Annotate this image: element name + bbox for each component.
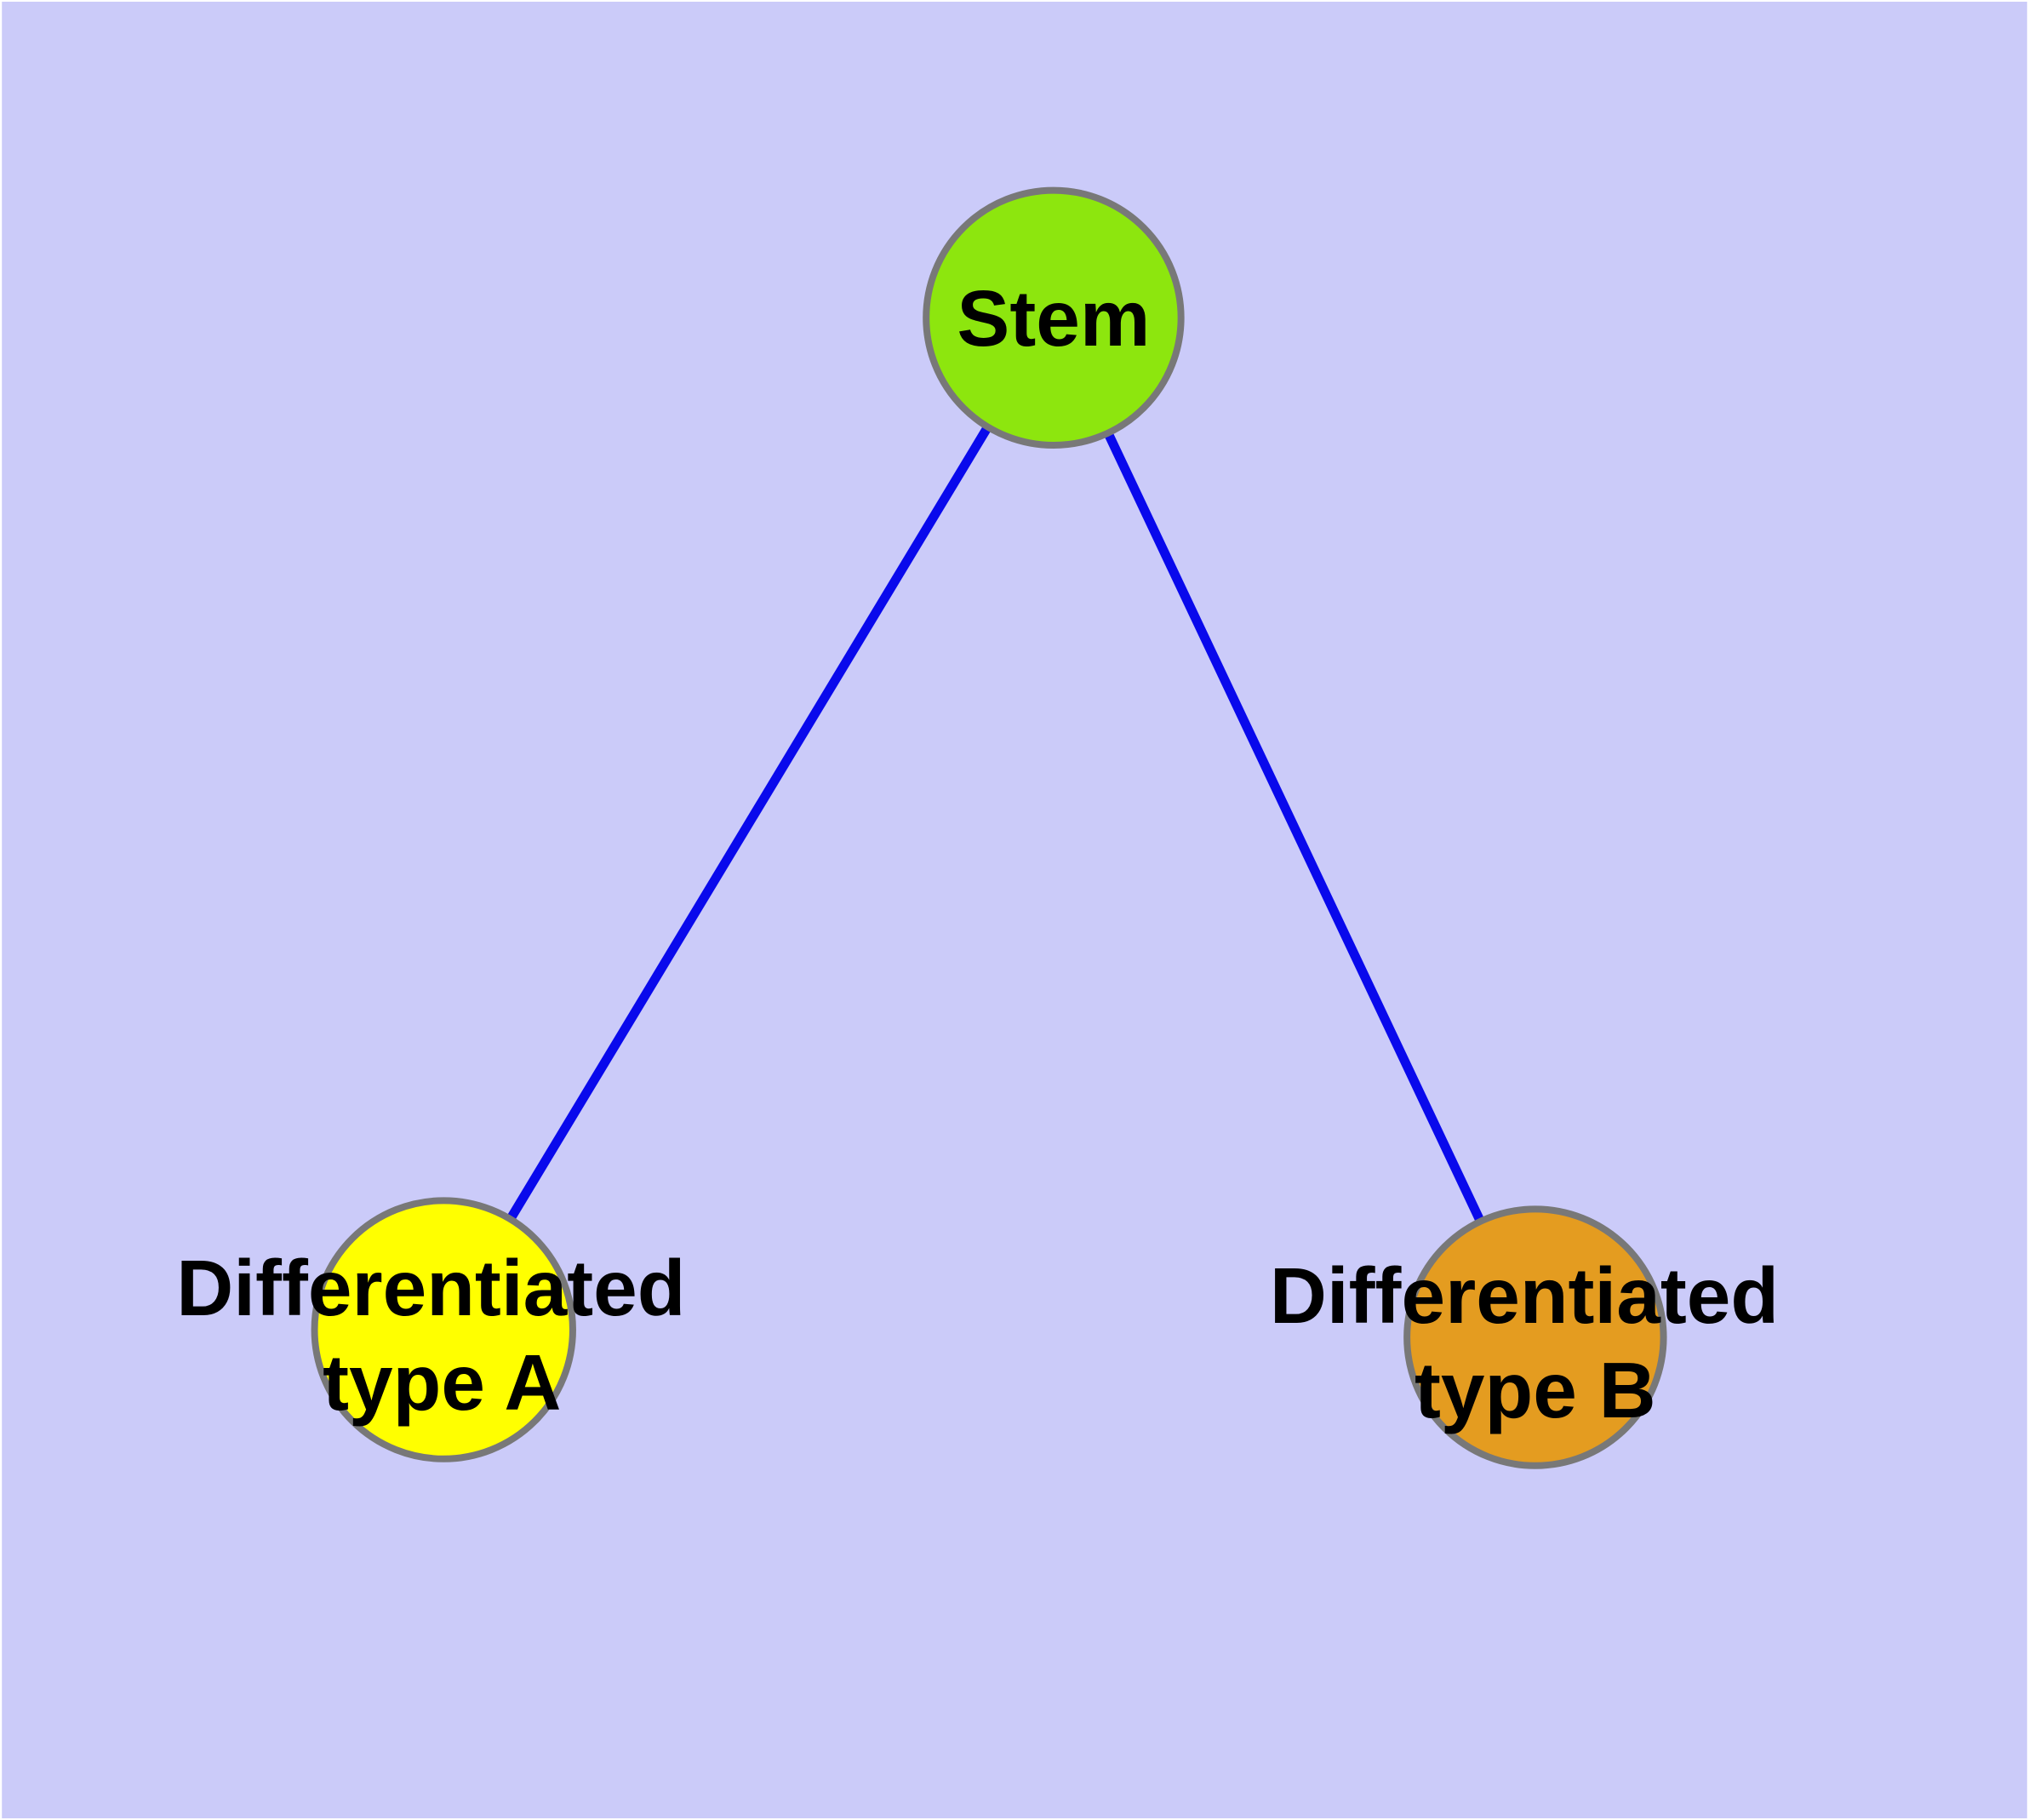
edge-stem-to-type-a	[439, 315, 1058, 1332]
node-stem-circle	[923, 186, 1185, 449]
node-differentiated-type-b-label-line2: type B	[1415, 1346, 1656, 1434]
node-differentiated-type-a-label-line1: Differentiated	[176, 1244, 685, 1332]
node-differentiated-type-a-label-line2: type A	[323, 1338, 561, 1427]
node-differentiated-type-a-label: Differentiated type A	[176, 1244, 707, 1427]
node-stem-label: Stem	[957, 274, 1150, 363]
node-differentiated-type-b-label-line1: Differentiated	[1270, 1251, 1779, 1340]
node-differentiated-type-b-circle	[1403, 1205, 1667, 1469]
edge-stem-to-type-b	[1049, 315, 1540, 1340]
node-differentiated-type-b-label: Differentiated type B	[1270, 1251, 1801, 1434]
node-differentiated-type-a-circle	[311, 1197, 576, 1462]
